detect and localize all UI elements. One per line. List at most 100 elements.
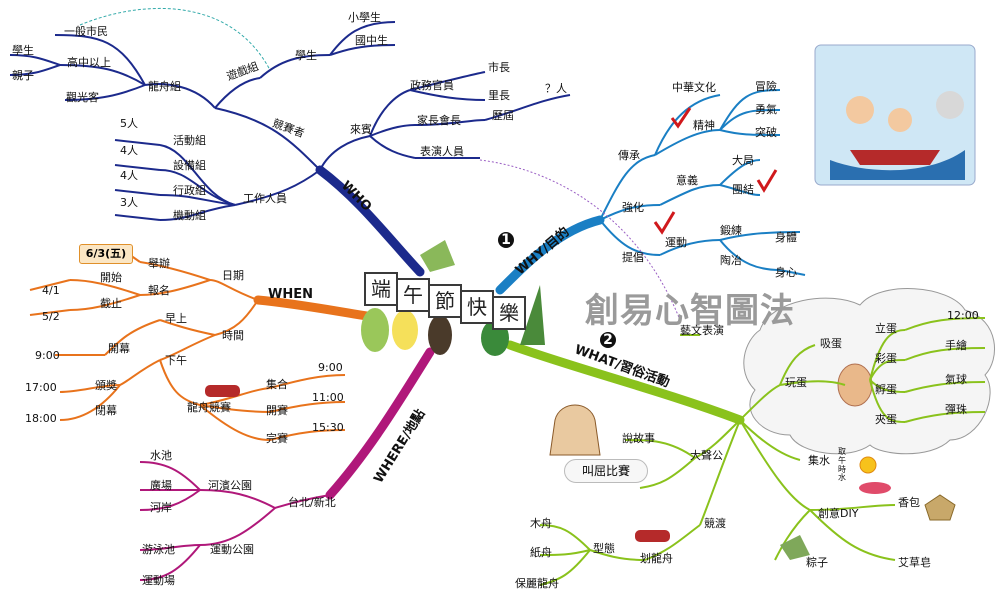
node-clip-egg: 夾蛋 [875,414,897,425]
node-four-people-b: 4人 [120,170,138,181]
node-yelling-contest: 叫屈比賽 [564,459,648,483]
node-r0900: 9:00 [318,362,343,373]
node-marble: 彈珠 [945,404,967,415]
node-race: 競渡 [704,518,726,529]
node-big-picture: 大局 [732,155,754,166]
node-suck-egg: 吸蛋 [820,338,842,349]
node-storytelling: 說故事 [622,433,655,444]
check-icon-exercise [655,212,674,232]
node-plaza: 廣場 [150,480,172,491]
node-exercise: 運動 [665,237,687,248]
node-equipment-team: 設備組 [173,160,206,171]
node-bottle-boat: 保麗龍舟 [515,578,559,589]
node-sports-field: 運動場 [142,575,175,586]
node-start-date: 4/1 [42,285,60,296]
node-riverbank: 河岸 [150,502,172,513]
hold-date-badge: 6/3(五) [79,244,133,264]
character-zongzi-icon [361,308,389,352]
number-badge-2: 2 [600,332,616,348]
node-noon-water: 取午時水 [838,448,848,483]
center-tile: 端 [364,272,398,306]
check-icon-unity [758,170,776,190]
node-collect-water: 集水 [808,455,830,466]
water-bowl-icon [859,482,891,494]
node-award: 頒獎 [95,380,117,391]
node-activity-team: 活動組 [173,135,206,146]
node-staff: 工作人員 [243,193,287,204]
node-closing: 閉幕 [95,405,117,416]
center-tile: 節 [428,284,462,318]
node-promote: 提倡 [622,252,644,263]
node-parents-president: 家長會長 [417,115,461,126]
node-cultivate: 陶冶 [720,255,742,266]
node-stand-egg: 立蛋 [875,323,897,334]
node-past-terms: 歷屆 [492,110,514,121]
node-t1700: 17:00 [25,382,57,393]
center-tile: 快 [460,290,494,324]
node-afternoon: 下午 [165,355,187,366]
node-r1530: 15:30 [312,422,344,433]
dragon-boat-mini-icon [205,385,240,397]
node-wooden-boat: 木舟 [530,518,552,529]
node-end: 截止 [100,298,122,309]
sachet-icon [925,495,955,520]
center-tile: 午 [396,278,430,312]
node-egg-play: 玩蛋 [785,377,807,388]
branch-title-when: WHEN [268,288,313,301]
node-high-school-up: 高中以上 [67,57,111,68]
node-strengthen: 強化 [622,202,644,213]
node-hand-paint: 手繪 [945,340,967,351]
node-balloon: 氣球 [945,374,967,385]
node-pool: 水池 [150,450,172,461]
node-t1800: 18:00 [25,413,57,424]
node-zongzi: 粽子 [806,557,828,568]
node-five-people: 5人 [120,118,138,129]
node-body: 身體 [775,232,797,243]
node-race-start: 開賽 [266,405,288,416]
branch-who [320,170,420,272]
node-three-people: 3人 [120,197,138,208]
node-assemble: 集合 [266,379,288,390]
node-time: 時間 [222,330,244,341]
node-riverside-park: 河濱公園 [208,480,252,491]
node-general-public: 一般市民 [64,26,108,37]
character-chick-icon [392,310,418,350]
node-morning: 早上 [165,313,187,324]
node-date: 日期 [222,270,244,281]
node-mugwort-soap: 艾草皂 [898,557,931,568]
node-students: 學生 [295,50,317,61]
node-register: 報名 [148,285,170,296]
node-unity: 團結 [732,184,754,195]
node-adventure: 冒險 [755,81,777,92]
paddle-boat-mini-icon [635,530,670,542]
node-breakthrough: 突破 [755,127,777,138]
node-sports-park: 運動公園 [210,544,254,555]
branch-what [510,345,740,420]
node-mind: 身心 [775,267,797,278]
node-type: 型態 [593,543,615,554]
node-meaning: 意義 [676,175,698,186]
node-race-end: 完賽 [266,433,288,444]
node-students-left: 學生 [12,45,34,56]
zongzi-top-icon [420,240,455,272]
node-noon: 12:00 [947,310,979,321]
sun-icon [860,457,876,473]
node-r1100: 11:00 [312,392,344,403]
node-hold: 舉辦 [148,258,170,269]
node-village-chief: 里長 [488,90,510,101]
branch-when [258,300,380,318]
node-dragon-race: 龍舟競賽 [187,402,231,413]
node-opening: 開幕 [108,343,130,354]
node-hatch-egg: 孵蛋 [875,384,897,395]
node-paper-boat: 紙舟 [530,547,552,558]
node-t0900: 9:00 [35,350,60,361]
node-training: 鍛練 [720,225,742,236]
node-four-people-a: 4人 [120,145,138,156]
center-tile: 樂 [492,296,526,330]
storyteller-illustration [550,405,600,455]
node-creative-diy: 創意DIY [818,508,858,519]
node-mayor: 市長 [488,62,510,73]
node-dragon-group: 龍舟組 [148,81,181,92]
node-sachet: 香包 [898,497,920,508]
